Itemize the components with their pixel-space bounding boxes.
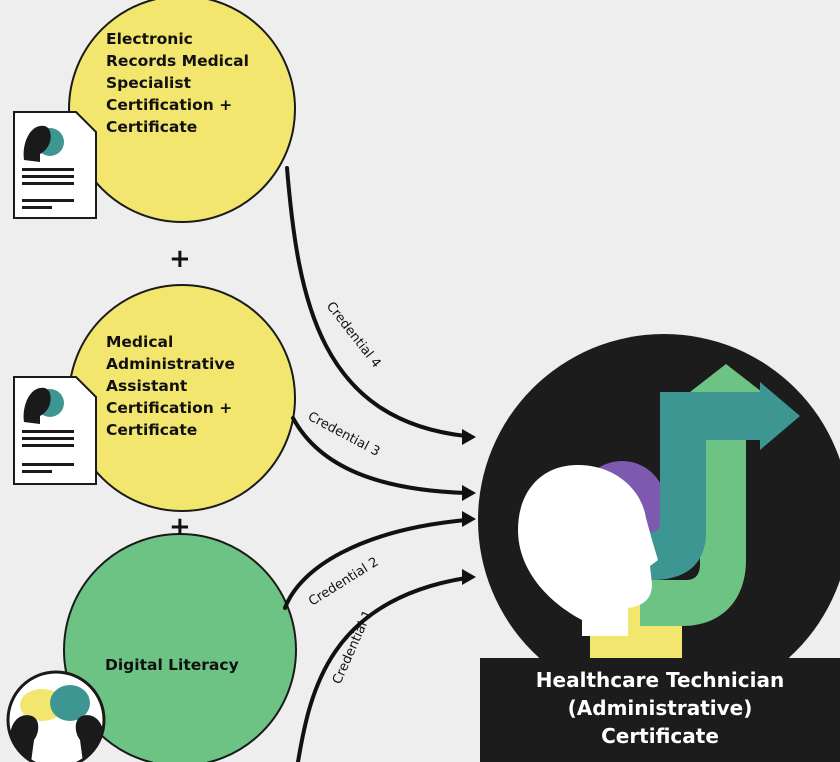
node-circle-electronic-records xyxy=(68,0,296,223)
result-line-2: (Administrative) xyxy=(567,696,753,720)
result-line-1: Healthcare Technician xyxy=(535,668,785,692)
credential-label-4: Credential 4 xyxy=(323,299,384,371)
person-career-growth-icon xyxy=(478,334,840,706)
document-profile-icon xyxy=(13,376,97,485)
node-label-electronic-records: Electronic Records Medical Specialist Ce… xyxy=(106,30,249,136)
plus-sign-2: + xyxy=(169,512,191,542)
result-certificate-box: Healthcare Technician (Administrative) C… xyxy=(480,658,840,762)
arrow-credential-2 xyxy=(283,518,468,610)
arrowhead-credential-2 xyxy=(462,511,476,527)
arrowhead-credential-3 xyxy=(462,485,476,501)
document-profile-icon xyxy=(13,111,97,219)
node-circle-digital-literacy xyxy=(63,533,297,762)
credential-arrows xyxy=(283,166,468,762)
plus-sign-1: + xyxy=(169,244,191,274)
people-talking-icon xyxy=(6,670,106,762)
arrowhead-credential-4 xyxy=(462,429,476,445)
arrowhead-credential-1 xyxy=(462,569,476,585)
credential-label-2: Credential 2 xyxy=(306,555,381,610)
arrow-credential-4 xyxy=(285,166,468,438)
node-label-digital-literacy: Digital Literacy xyxy=(105,656,239,674)
arrow-credential-3 xyxy=(291,416,468,495)
credential-label-3: Credential 3 xyxy=(305,409,382,459)
result-line-3: Certificate xyxy=(601,724,719,748)
arrow-credential-1 xyxy=(296,576,468,762)
node-label-medical-admin: Medical Administrative Assistant Certifi… xyxy=(106,333,235,439)
